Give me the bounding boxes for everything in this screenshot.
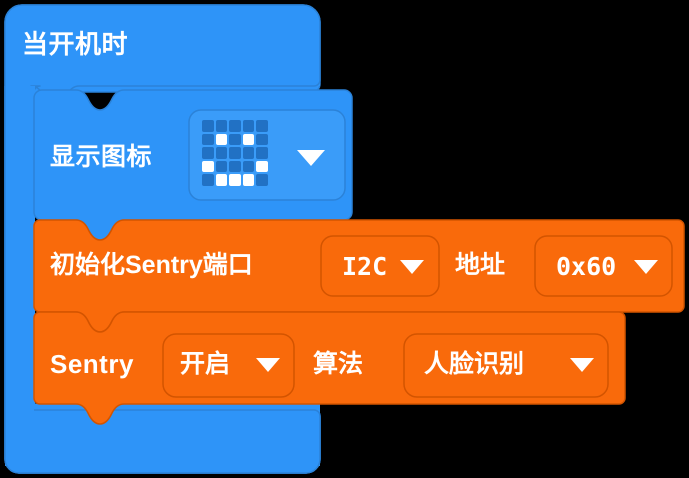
led-cell-r5-c5[interactable] <box>256 174 268 186</box>
block-sentry-set-algorithm[interactable] <box>33 311 626 425</box>
led-cell-r4-c4[interactable] <box>242 160 255 173</box>
address-dropdown-field[interactable] <box>534 235 673 297</box>
led-cell-r1-c4[interactable] <box>242 120 255 132</box>
led-cell-r2-c4[interactable] <box>242 133 255 146</box>
led-cell-r1-c5[interactable] <box>256 120 268 132</box>
chevron-down-icon[interactable] <box>634 260 658 274</box>
block-on-start[interactable] <box>4 4 321 474</box>
block-sentry-init-port[interactable] <box>33 219 685 333</box>
led-cell-r5-c4[interactable] <box>242 174 255 186</box>
algorithm-dropdown-field[interactable] <box>403 333 609 398</box>
led-cell-r1-c1[interactable] <box>202 120 214 132</box>
enable-state-dropdown-field[interactable] <box>162 333 295 398</box>
led-cell-r3-c2[interactable] <box>215 147 228 159</box>
icon-matrix-grid[interactable] <box>202 120 268 186</box>
led-cell-r4-c1[interactable] <box>202 160 214 173</box>
led-cell-r4-c3[interactable] <box>229 160 241 173</box>
led-cell-r5-c1[interactable] <box>202 174 214 186</box>
led-cell-r4-c5[interactable] <box>256 160 268 173</box>
led-cell-r2-c3[interactable] <box>229 133 241 146</box>
led-cell-r1-c3[interactable] <box>229 120 241 132</box>
chevron-down-icon[interactable] <box>400 260 424 274</box>
led-cell-r2-c2[interactable] <box>215 133 228 146</box>
led-cell-r5-c3[interactable] <box>229 174 241 186</box>
led-cell-r2-c1[interactable] <box>202 133 214 146</box>
chevron-down-icon[interactable] <box>570 358 594 372</box>
led-cell-r3-c1[interactable] <box>202 147 214 159</box>
led-cell-r2-c5[interactable] <box>256 133 268 146</box>
led-cell-r3-c4[interactable] <box>242 147 255 159</box>
led-cell-r4-c2[interactable] <box>215 160 228 173</box>
chevron-down-icon[interactable] <box>297 150 325 166</box>
led-cell-r3-c5[interactable] <box>256 147 268 159</box>
led-cell-r1-c2[interactable] <box>215 120 228 132</box>
led-cell-r3-c3[interactable] <box>229 147 241 159</box>
led-cell-r5-c2[interactable] <box>215 174 228 186</box>
port-dropdown-field[interactable] <box>320 235 440 297</box>
block-show-icon[interactable] <box>33 89 353 241</box>
chevron-down-icon[interactable] <box>256 358 280 372</box>
